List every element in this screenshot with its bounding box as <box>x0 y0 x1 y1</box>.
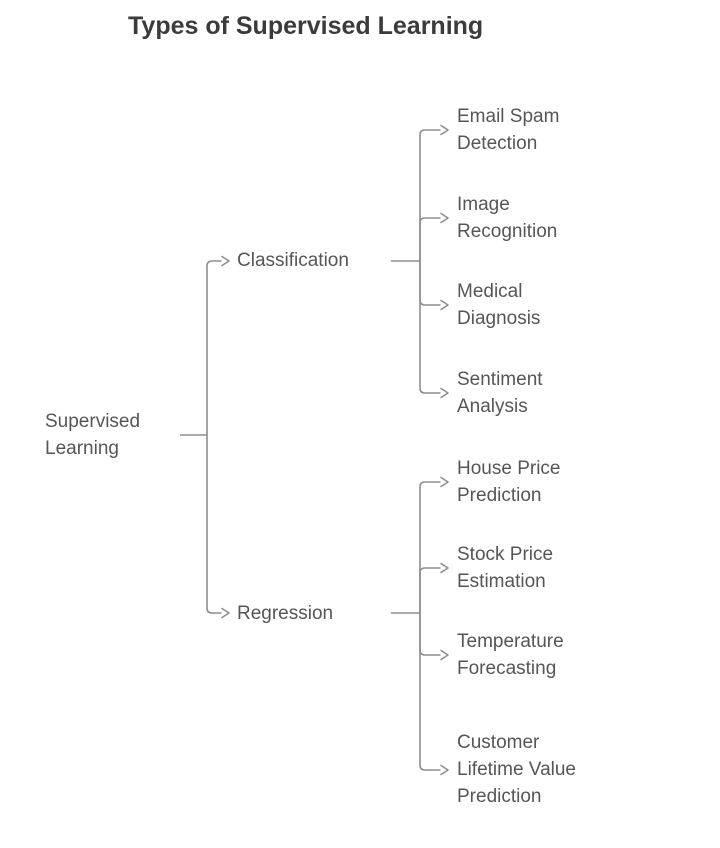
arrowhead-icon <box>440 562 449 574</box>
connector-regression-to-stock-price <box>419 567 441 613</box>
diagram-title: Types of Supervised Learning <box>128 12 484 40</box>
node-supervised-learning: Supervised Learning <box>45 411 141 459</box>
node-stock-price-estimation: Stock Price Estimation <box>457 544 554 592</box>
connector-root-to-classification <box>206 260 222 435</box>
connector-classification-to-medical-diagnosis <box>419 261 441 306</box>
node-regression: Regression <box>237 603 334 624</box>
node-medical-diagnosis: Medical Diagnosis <box>457 281 541 329</box>
arrowhead-icon <box>440 387 449 399</box>
node-image-recognition: Image Recognition <box>457 194 558 242</box>
connector-classification-to-image-recognition <box>419 217 441 261</box>
node-sentiment-analysis: Sentiment Analysis <box>457 369 543 417</box>
arrowhead-icon <box>440 764 449 776</box>
node-customer-lifetime-value-prediction: Customer Lifetime Value Prediction <box>457 732 576 807</box>
connector-classification-to-email-spam <box>419 129 441 261</box>
connector-classification-to-sentiment-analysis <box>419 261 441 394</box>
node-temperature-forecasting: Temperature Forecasting <box>457 631 564 679</box>
arrowhead-icon <box>440 299 449 311</box>
arrowhead-icon <box>440 649 449 661</box>
connector-regression-to-temperature <box>419 613 441 656</box>
connector-regression-to-customer-ltv <box>419 613 441 771</box>
node-email-spam-detection: Email Spam Detection <box>457 106 560 154</box>
node-house-price-prediction: House Price Prediction <box>457 458 561 506</box>
arrowhead-icon <box>440 212 449 224</box>
arrowhead-icon <box>221 255 230 267</box>
connector-root-to-regression <box>206 435 222 614</box>
arrowhead-icon <box>221 607 230 619</box>
connector-regression-to-house-price <box>419 481 441 613</box>
arrowhead-icon <box>440 476 449 488</box>
arrowhead-icon <box>440 124 449 136</box>
node-classification: Classification <box>237 250 349 271</box>
